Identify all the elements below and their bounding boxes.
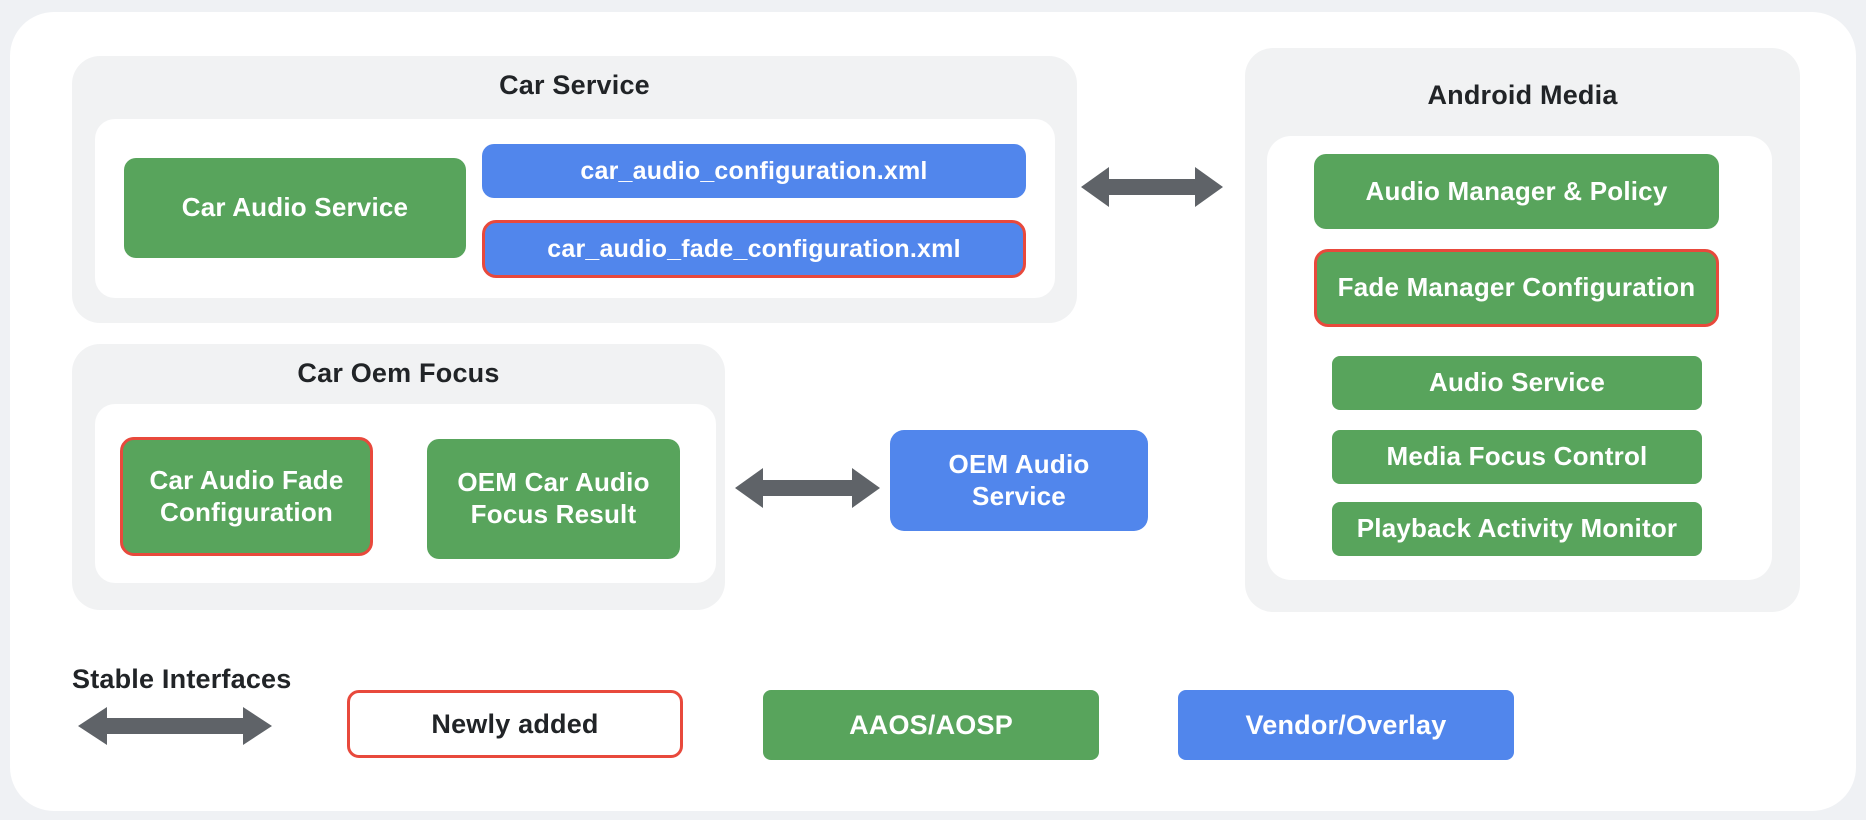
- node-playback-activity-monitor: Playback Activity Monitor: [1332, 502, 1702, 556]
- node-audio-manager-policy: Audio Manager & Policy: [1314, 154, 1719, 229]
- legend-newly-added: Newly added: [347, 690, 683, 758]
- node-audio-service: Audio Service: [1332, 356, 1702, 410]
- group-title-android-media: Android Media: [1427, 80, 1618, 110]
- legend-stable-interfaces-label: Stable Interfaces: [72, 664, 292, 694]
- node-car-audio-configuration-xml: car_audio_configuration.xml: [482, 144, 1026, 198]
- legend-vendor-overlay: Vendor/Overlay: [1178, 690, 1514, 760]
- node-oem-audio-service: OEM Audio Service: [890, 430, 1148, 531]
- node-oem-car-audio-focus-result: OEM Car Audio Focus Result: [427, 439, 680, 559]
- group-title-car-oem-focus: Car Oem Focus: [297, 358, 500, 388]
- bidirectional-arrow-icon: [78, 707, 272, 745]
- group-car-oem-focus: Car Oem Focus Car Audio Fade Configurati…: [72, 344, 725, 610]
- car-oem-focus-panel: Car Audio Fade Configuration OEM Car Aud…: [95, 404, 716, 583]
- car-service-panel: Car Audio Service car_audio_configuratio…: [95, 119, 1055, 298]
- node-car-audio-fade-configuration-xml: car_audio_fade_configuration.xml: [482, 220, 1026, 278]
- group-android-media: Android Media Audio Manager & Policy Fad…: [1245, 48, 1800, 612]
- node-fade-manager-configuration: Fade Manager Configuration: [1314, 249, 1719, 327]
- legend-aaos-aosp: AAOS/AOSP: [763, 690, 1099, 760]
- node-car-audio-fade-configuration: Car Audio Fade Configuration: [120, 437, 373, 556]
- android-media-panel: Audio Manager & Policy Fade Manager Conf…: [1267, 136, 1772, 580]
- group-car-service: Car Service Car Audio Service car_audio_…: [72, 56, 1077, 323]
- node-media-focus-control: Media Focus Control: [1332, 430, 1702, 484]
- bidirectional-arrow-icon: [735, 468, 880, 508]
- node-car-audio-service: Car Audio Service: [124, 158, 466, 258]
- group-title-car-service: Car Service: [499, 70, 650, 100]
- bidirectional-arrow-icon: [1081, 167, 1223, 207]
